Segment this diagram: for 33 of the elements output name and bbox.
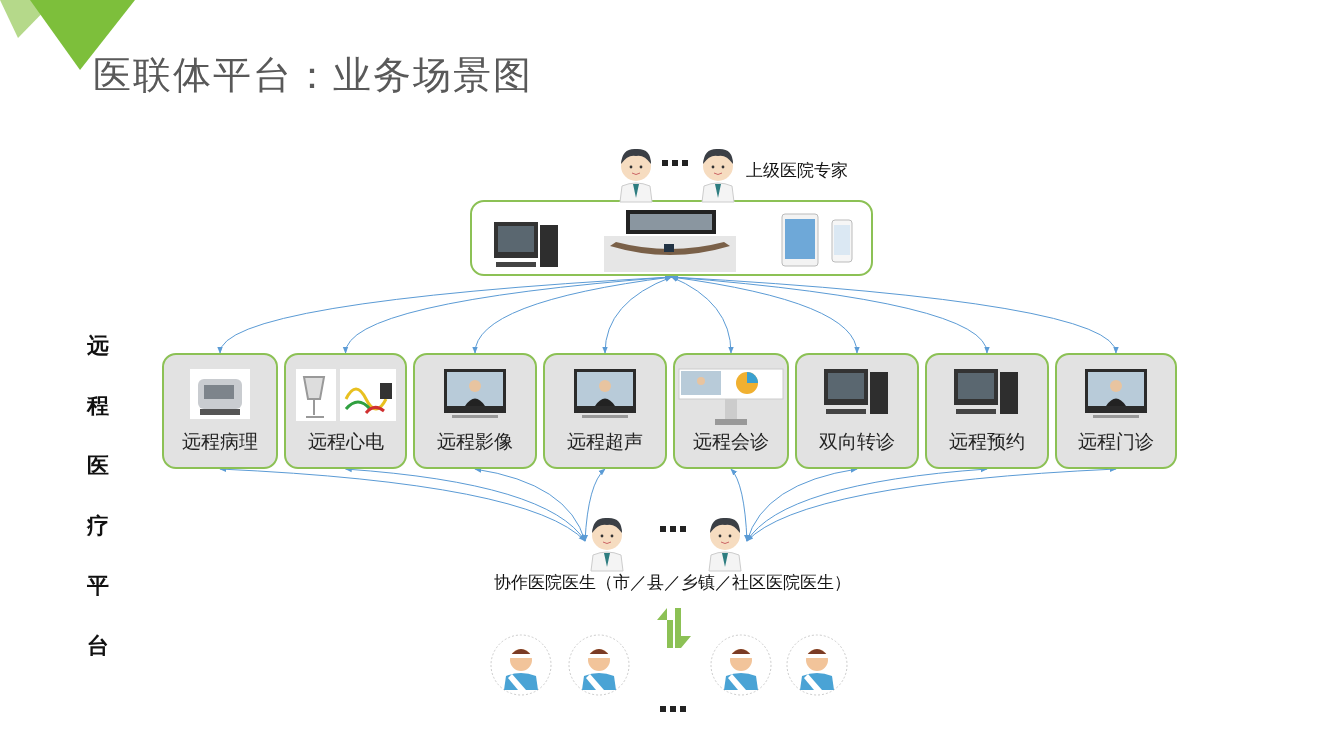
arrow [746,467,858,542]
expert-label: 上级医院专家 [746,159,848,182]
arrow [670,274,1117,354]
arrow [746,466,1117,542]
box-label: 远程预约 [948,429,1026,454]
box-label: 双向转诊 [818,429,896,454]
arrow [746,466,988,542]
service-box [543,353,667,469]
service-box [413,353,537,469]
service-box [673,353,789,469]
service-box [925,353,1049,469]
side-label: 远程医疗平台 [87,332,110,660]
arrow [730,468,750,542]
service-box [795,353,919,469]
arrow [473,275,673,354]
arrow [219,466,586,542]
box-label: 远程会诊 [692,429,770,454]
arrow [474,467,586,542]
service-box [1055,353,1177,469]
arrow [670,276,734,354]
box-label: 远程超声 [566,429,644,454]
arrow [344,466,586,542]
title: 医联体平台：业务场景图 [93,52,533,99]
platform-box [470,200,873,276]
box-label: 远程影像 [436,429,514,454]
box-label: 远程门诊 [1077,429,1155,454]
box-label: 远程病理 [181,429,259,454]
arrow [602,276,673,354]
doctor-label: 协作医院医生（市／县／乡镇／社区医院医生） [494,571,852,594]
box-label: 远程心电 [306,429,385,454]
arrow [582,468,606,542]
service-box [284,353,407,469]
service-box [162,353,278,469]
